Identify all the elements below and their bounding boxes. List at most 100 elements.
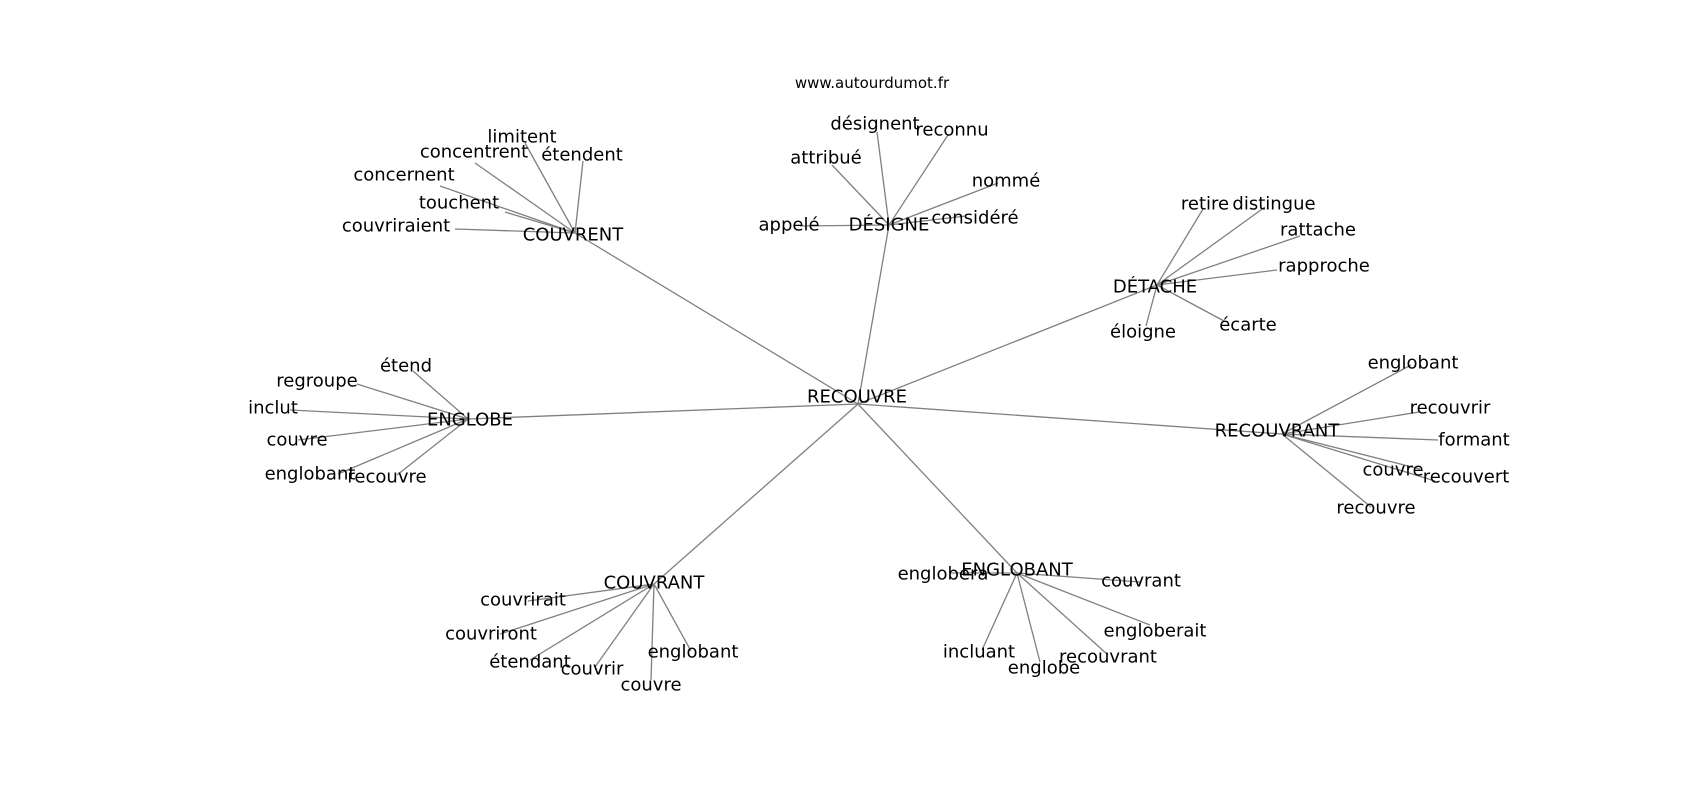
word-node-englobant-4[interactable]: englobe xyxy=(1008,658,1080,679)
word-node-englobant-1[interactable]: couvrant xyxy=(1101,571,1181,592)
edge-designe-5 xyxy=(888,215,967,226)
edge-couvrant-4 xyxy=(650,583,655,681)
source-url[interactable]: www.autourdumot.fr xyxy=(795,74,950,92)
edge-couvrent-4 xyxy=(524,142,576,234)
word-node-detache-5[interactable]: éloigne xyxy=(1110,322,1176,343)
word-node-englobe-2[interactable]: inclut xyxy=(248,398,298,419)
word-node-detache-2[interactable]: rattache xyxy=(1280,220,1356,241)
word-node-couvrant-1[interactable]: couvriront xyxy=(445,624,537,645)
word-node-recouvrant-2[interactable]: formant xyxy=(1438,430,1509,451)
edge-center-couvrant xyxy=(653,403,859,585)
word-node-recouvrant-1[interactable]: recouvrir xyxy=(1410,398,1491,419)
word-node-couvrant-2[interactable]: étendant xyxy=(489,652,571,673)
word-node-couvrent-5[interactable]: étendent xyxy=(541,145,623,166)
edge-couvrant-1 xyxy=(499,583,655,635)
word-node-designe-2[interactable]: désignent xyxy=(830,114,919,135)
word-node-couvrent-3[interactable]: concentrent xyxy=(420,142,528,163)
edge-englobe-2 xyxy=(289,409,469,420)
edge-englobant-5 xyxy=(981,572,1018,651)
cluster-node-couvrent[interactable]: COUVRENT xyxy=(523,225,625,246)
edge-couvrant-3 xyxy=(594,583,655,668)
edge-englobant-1 xyxy=(1016,572,1141,583)
word-node-couvrent-4[interactable]: limitent xyxy=(487,127,556,148)
word-node-detache-0[interactable]: retire xyxy=(1181,194,1229,215)
word-node-couvrent-2[interactable]: concernent xyxy=(353,165,454,186)
word-node-designe-3[interactable]: reconnu xyxy=(915,120,988,141)
word-node-couvrent-1[interactable]: touchent xyxy=(419,193,499,214)
edge-couvrant-2 xyxy=(529,583,655,661)
word-node-detache-3[interactable]: rapproche xyxy=(1278,256,1370,277)
cluster-node-detache[interactable]: DÉTACHE xyxy=(1113,276,1197,298)
cluster-node-designe[interactable]: DÉSIGNE xyxy=(849,214,930,236)
word-node-detache-1[interactable]: distingue xyxy=(1232,194,1315,215)
edge-detache-3 xyxy=(1156,269,1278,286)
edge-detache-2 xyxy=(1156,235,1301,286)
word-node-recouvrant-0[interactable]: englobant xyxy=(1368,353,1459,374)
word-node-couvrant-3[interactable]: couvrir xyxy=(561,659,624,680)
word-node-recouvrant-3[interactable]: couvre xyxy=(1362,460,1423,481)
word-node-englobe-4[interactable]: englobant xyxy=(265,464,356,485)
edge-center-recouvrant xyxy=(857,403,1283,435)
edge-designe-1 xyxy=(831,164,890,226)
edge-couvrent-0 xyxy=(454,228,576,234)
graph-edges xyxy=(289,131,1439,681)
edge-englobant-4 xyxy=(1016,572,1041,663)
edge-center-englobant xyxy=(857,403,1018,574)
word-node-recouvrant-4[interactable]: recouvert xyxy=(1423,467,1510,488)
edge-center-detache xyxy=(857,284,1158,405)
word-node-englobe-5[interactable]: recouvre xyxy=(347,467,426,488)
word-node-englobe-0[interactable]: étend xyxy=(380,356,432,377)
word-node-englobe-3[interactable]: couvre xyxy=(266,430,327,451)
word-node-designe-0[interactable]: appelé xyxy=(758,215,819,236)
word-node-englobe-1[interactable]: regroupe xyxy=(276,371,357,392)
word-node-englobant-5[interactable]: incluant xyxy=(943,642,1015,663)
edge-englobe-5 xyxy=(396,418,469,476)
edge-couvrent-3 xyxy=(474,162,576,234)
edge-couvrant-0 xyxy=(527,583,655,602)
word-node-englobant-2[interactable]: engloberait xyxy=(1104,621,1207,642)
word-node-couvrent-0[interactable]: couvriraient xyxy=(342,216,450,237)
cluster-node-couvrant[interactable]: COUVRANT xyxy=(604,573,706,594)
edge-designe-3 xyxy=(888,134,949,226)
word-node-designe-1[interactable]: attribué xyxy=(790,148,861,169)
edge-englobe-0 xyxy=(412,370,469,420)
edge-couvrent-5 xyxy=(574,160,584,234)
edge-englobe-4 xyxy=(337,418,469,475)
word-node-recouvrant-5[interactable]: recouvre xyxy=(1336,498,1415,519)
word-node-couvrant-0[interactable]: couvrirait xyxy=(480,590,566,611)
edge-englobe-3 xyxy=(297,418,469,441)
edge-detache-4 xyxy=(1156,284,1225,322)
word-node-designe-4[interactable]: nommé xyxy=(972,171,1041,192)
word-node-englobant-0[interactable]: englobera xyxy=(898,564,989,585)
edge-center-designe xyxy=(857,224,890,405)
edge-center-couvrent xyxy=(574,232,859,405)
cluster-node-englobant[interactable]: ENGLOBANT xyxy=(961,560,1073,581)
edge-designe-2 xyxy=(876,131,890,226)
cluster-node-recouvrant[interactable]: RECOUVRANT xyxy=(1215,421,1341,442)
edge-englobant-2 xyxy=(1016,572,1151,626)
cluster-node-englobe[interactable]: ENGLOBE xyxy=(427,410,513,431)
edge-recouvrant-5 xyxy=(1281,433,1372,508)
edge-recouvrant-1 xyxy=(1281,411,1420,435)
word-node-designe-5[interactable]: considéré xyxy=(931,208,1018,229)
edge-englobe-1 xyxy=(356,383,469,420)
center-node[interactable]: RECOUVRE xyxy=(807,387,907,408)
edge-detache-0 xyxy=(1156,208,1204,286)
edge-designe-4 xyxy=(888,182,999,226)
edge-recouvrant-2 xyxy=(1281,433,1439,441)
edge-detache-1 xyxy=(1156,206,1266,286)
edge-recouvrant-3 xyxy=(1281,433,1421,470)
edge-detache-5 xyxy=(1145,284,1158,327)
edge-couvrent-2 xyxy=(439,185,576,234)
word-node-englobant-3[interactable]: recouvrant xyxy=(1059,647,1157,668)
edge-couvrant-5 xyxy=(653,583,692,652)
word-node-detache-4[interactable]: écarte xyxy=(1219,315,1277,336)
word-node-couvrant-5[interactable]: englobant xyxy=(648,642,739,663)
edge-recouvrant-0 xyxy=(1281,364,1412,435)
word-node-couvrant-4[interactable]: couvre xyxy=(620,675,681,696)
edge-designe-0 xyxy=(799,224,890,227)
edge-center-englobe xyxy=(467,403,859,420)
edge-recouvrant-4 xyxy=(1281,433,1436,482)
